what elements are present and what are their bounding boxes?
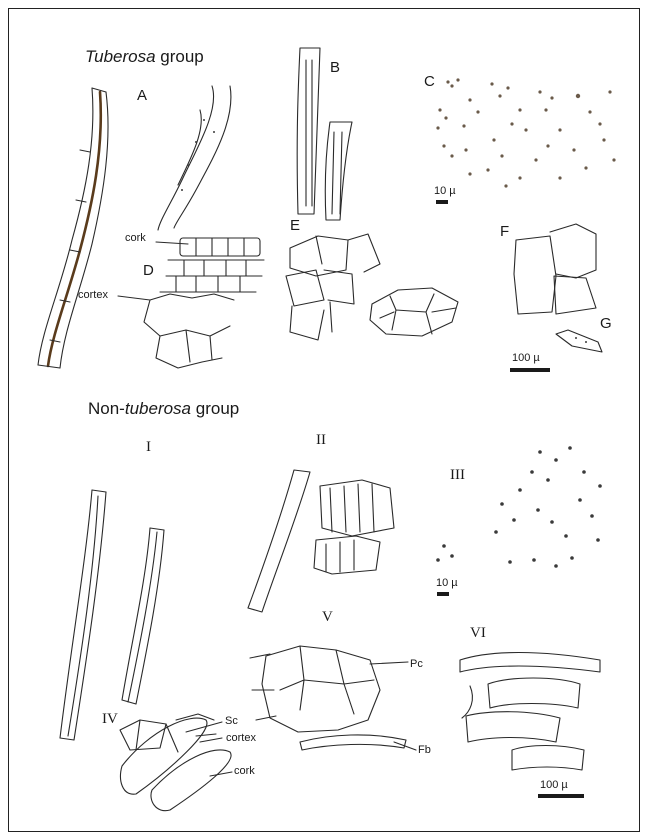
drawing-d-cork-cortex bbox=[118, 238, 264, 368]
drawing-a-long-vessel bbox=[38, 88, 108, 368]
drawing-ii-pitted-vessels bbox=[248, 470, 394, 612]
drawing-c-starch-grains bbox=[436, 78, 615, 187]
drawing-v-parenchyma-fiber bbox=[250, 646, 416, 750]
scale-bar-c bbox=[436, 200, 448, 204]
drawing-iii-starch-grains bbox=[436, 446, 602, 568]
drawing-b-pitted-vessels bbox=[297, 48, 352, 220]
drawing-vi-cells bbox=[460, 653, 600, 771]
scale-bar-vi bbox=[538, 794, 584, 798]
drawing-a-short-vessel bbox=[158, 86, 231, 230]
drawing-iv-sclereid-cork bbox=[120, 714, 232, 811]
drawing-f-cells bbox=[514, 224, 596, 314]
scale-bar-fg bbox=[510, 368, 550, 372]
drawing-g-fragment bbox=[556, 330, 602, 352]
scale-bar-iii bbox=[437, 592, 449, 596]
drawing-i-vessels bbox=[60, 490, 164, 740]
drawing-e-parenchyma bbox=[286, 234, 458, 340]
